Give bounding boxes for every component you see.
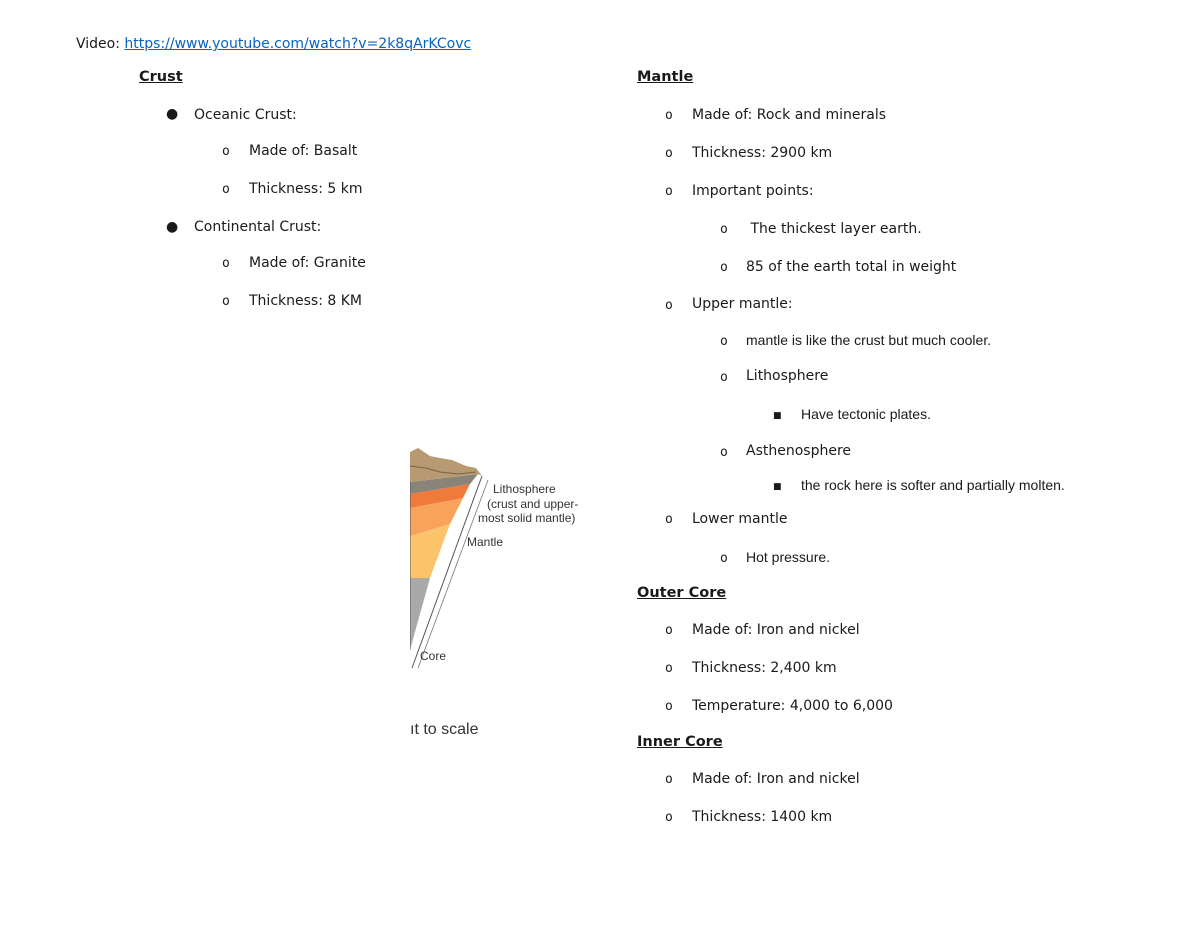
label-lithosphere: Lithosphere <box>493 482 556 496</box>
outer-core-heading: Outer Core <box>637 585 727 601</box>
earth-layers-diagram: Lithosphere (crust and upper- most solid… <box>410 438 588 794</box>
bullet-circle-icon: o <box>665 184 673 199</box>
diagram-caption: ıt to scale <box>410 721 479 738</box>
bullet-circle-icon: o <box>665 810 673 825</box>
outer-core-made-of: Made of: Iron and nickel <box>692 622 860 638</box>
lithosphere-label: Lithosphere <box>746 368 829 384</box>
wedge-edge-line-inner <box>417 479 489 669</box>
lower-mantle-label: Lower mantle <box>692 511 788 527</box>
rock-strata-line <box>410 465 477 475</box>
label-mantle: Mantle <box>467 535 503 549</box>
bullet-circle-icon: o <box>720 222 728 237</box>
bullet-circle-icon: o <box>720 334 728 349</box>
lower-mantle-detail: Hot pressure. <box>746 549 831 565</box>
bullet-circle-icon: o <box>665 146 673 161</box>
mantle-thickness: Thickness: 2900 km <box>692 145 833 161</box>
bullet-circle-icon: o <box>720 260 728 275</box>
asthenosphere-detail: the rock here is softer and partially mo… <box>801 477 1065 493</box>
bullet-circle-icon: o <box>720 551 728 566</box>
outer-core-temperature: Temperature: 4,000 to 6,000 <box>692 698 893 714</box>
label-lithosphere-line3: most solid mantle) <box>478 511 575 525</box>
bullet-circle-icon: o <box>665 623 673 638</box>
bullet-circle-icon: o <box>720 370 728 385</box>
crust-layer <box>410 474 478 494</box>
continental-crust-label: Continental Crust: <box>194 219 322 235</box>
bullet-dot-icon: ● <box>166 106 179 122</box>
mantle-heading: Mantle <box>637 69 694 85</box>
asthenosphere-label: Asthenosphere <box>746 443 852 459</box>
video-label: Video: <box>76 36 120 52</box>
upper-mantle-note: mantle is like the crust but much cooler… <box>746 332 992 348</box>
bullet-circle-icon: o <box>665 512 673 527</box>
label-lithosphere-line2: (crust and upper- <box>487 497 578 511</box>
bullet-circle-icon: o <box>222 182 230 197</box>
bullet-circle-icon: o <box>222 144 230 159</box>
video-link[interactable]: https://www.youtube.com/watch?v=2k8qArKC… <box>124 36 472 52</box>
lithosphere-detail: Have tectonic plates. <box>801 406 931 422</box>
crust-heading: Crust <box>139 69 183 85</box>
bullet-square-icon: ■ <box>773 482 782 492</box>
bullet-circle-icon: o <box>222 294 230 309</box>
mantle-made-of: Made of: Rock and minerals <box>692 107 887 123</box>
wedge-edge-line <box>411 475 483 669</box>
important-point-item: 85 of the earth total in weight <box>746 259 957 275</box>
inner-core-made-of: Made of: Iron and nickel <box>692 771 860 787</box>
oceanic-crust-label: Oceanic Crust: <box>194 107 297 123</box>
upper-mantle-label: Upper mantle: <box>692 296 793 312</box>
bullet-circle-icon: o <box>665 772 673 787</box>
video-line: Video: https://www.youtube.com/watch?v=2… <box>76 35 471 53</box>
bullet-circle-icon: o <box>665 108 673 123</box>
continental-thickness: Thickness: 8 KM <box>249 293 362 309</box>
label-core: Core <box>420 649 446 663</box>
oceanic-made-of: Made of: Basalt <box>249 143 358 159</box>
bullet-dot-icon: ● <box>166 219 179 235</box>
oceanic-thickness: Thickness: 5 km <box>249 181 363 197</box>
mantle-important-points: Important points: <box>692 183 814 199</box>
inner-core-thickness: Thickness: 1400 km <box>692 809 833 825</box>
core-layer <box>410 578 430 650</box>
bullet-circle-icon: o <box>665 298 673 313</box>
inner-core-heading: Inner Core <box>637 734 723 750</box>
mantle-upper-layer <box>410 484 470 508</box>
continental-made-of: Made of: Granite <box>249 255 366 271</box>
bullet-circle-icon: o <box>222 256 230 271</box>
mantle-lower-layer <box>410 524 450 578</box>
mantle-mid-layer <box>410 498 463 536</box>
bullet-square-icon: ■ <box>773 411 782 421</box>
bullet-circle-icon: o <box>665 661 673 676</box>
bullet-circle-icon: o <box>665 699 673 714</box>
bullet-circle-icon: o <box>720 445 728 460</box>
outer-core-thickness: Thickness: 2,400 km <box>692 660 837 676</box>
important-point-item: The thickest layer earth. <box>746 221 922 237</box>
